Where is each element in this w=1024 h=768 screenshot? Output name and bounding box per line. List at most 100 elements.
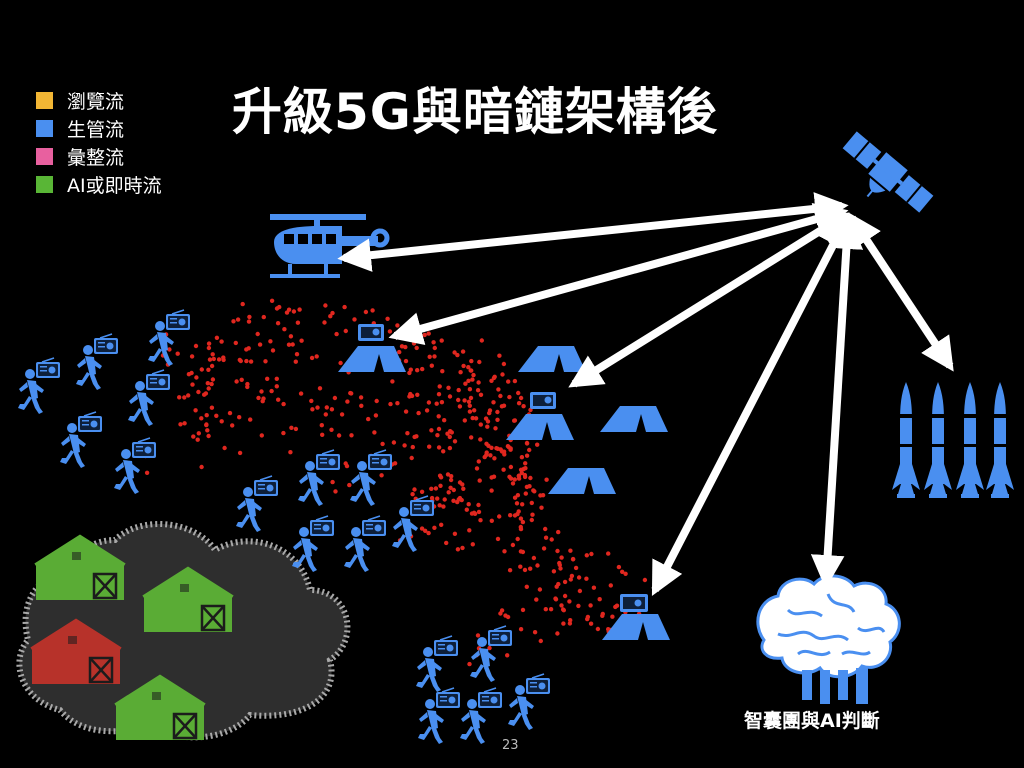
data-dot [189,354,195,359]
data-dot [424,408,430,413]
data-dot [585,616,590,622]
data-dot [539,505,544,510]
data-dot [462,418,467,423]
legend-label: AI或即時流 [67,174,162,197]
data-dot [441,504,446,509]
data-dot [439,400,445,405]
data-dot [568,618,573,623]
data-dot [269,298,275,303]
data-dot [256,395,261,401]
data-dot [452,350,457,355]
data-dot [528,566,533,571]
data-dot [597,597,602,602]
data-dot [476,459,481,464]
data-dot [193,408,198,413]
data-dot [492,456,497,461]
data-dot [553,597,559,602]
data-dot [420,366,425,372]
data-dot [543,607,548,612]
data-dot [577,588,583,594]
data-dot [495,536,501,542]
data-dot [324,405,329,410]
data-dot [209,405,215,410]
data-dot [434,401,439,406]
data-dot [447,434,452,440]
data-dot [144,470,150,475]
data-dot [370,308,375,313]
data-dot [439,338,444,343]
data-dot [451,487,456,493]
data-dot [478,437,483,442]
data-dot [433,486,439,491]
data-dot [451,498,456,503]
data-dot [435,496,440,501]
data-dot [531,488,536,493]
soldier-radio-icon [343,515,387,573]
data-dot [518,526,524,532]
data-dot [516,476,522,481]
data-dot [531,555,537,561]
data-dot [442,418,447,423]
data-dot [429,486,434,491]
data-dot [405,431,410,436]
data-dot [523,461,528,466]
data-dot [196,431,201,436]
data-dot [195,437,200,442]
data-dot [448,485,453,490]
data-dot [476,509,482,515]
data-dot [246,346,251,351]
data-dot [610,614,615,619]
soldier-radio-icon [415,635,459,693]
data-dot [476,502,481,508]
data-dot [222,445,227,451]
data-dot [551,569,557,574]
data-dot [616,564,622,570]
data-dot [214,335,220,340]
data-dot [409,393,415,399]
data-dot [470,377,475,382]
data-dot [512,495,518,500]
data-dot [435,433,440,438]
network-links [337,192,954,596]
data-dot [562,579,568,585]
data-dot [392,461,398,466]
tent-icon [506,414,574,440]
data-dot [437,384,442,389]
data-dot [441,449,446,454]
data-dot [206,433,211,439]
data-dot [562,593,568,599]
data-dot [372,430,377,435]
legend-swatch [36,119,53,137]
brain-icon [756,574,901,704]
data-dot [527,447,532,453]
data-dot [309,355,315,361]
data-dot [487,408,493,413]
data-dot [467,661,472,667]
data-dot [205,428,210,433]
data-dot [227,410,233,416]
data-dot [576,575,582,580]
data-dot [206,367,211,372]
data-dot [487,645,492,651]
data-dot [343,328,348,334]
data-dot [407,370,412,376]
data-dot [449,474,454,479]
data-dot [431,340,436,345]
data-dot [534,597,539,602]
data-dot [194,375,199,380]
data-dot [209,381,214,387]
data-dot [297,307,302,312]
data-dot [458,370,463,375]
data-dot [219,339,224,344]
data-dot [276,397,281,402]
data-dot [548,607,554,612]
data-dot [206,386,211,391]
data-dot [366,416,371,422]
data-dot [204,422,209,427]
data-dot [211,356,216,362]
data-dot [485,419,491,424]
data-dot [530,512,535,517]
data-dot [214,413,219,418]
data-dot [411,341,417,346]
